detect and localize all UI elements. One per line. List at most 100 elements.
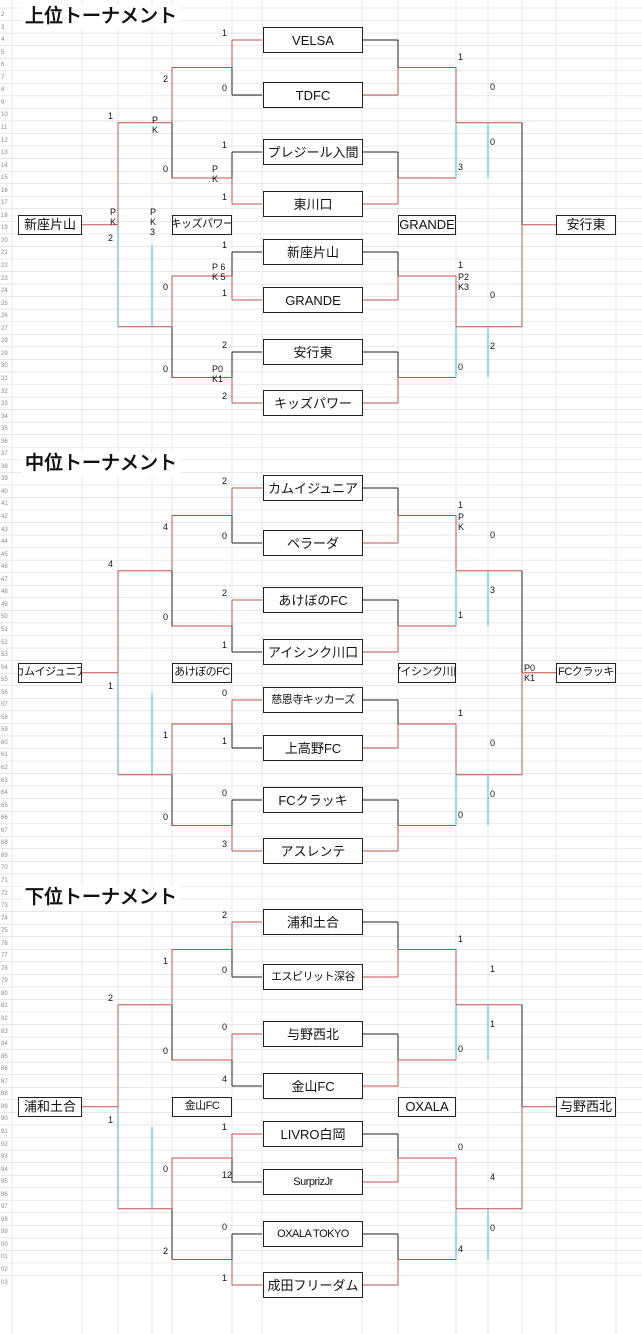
row-number: 89 — [1, 1103, 8, 1110]
row-number: 47 — [1, 576, 8, 583]
rq-score: 1 — [458, 610, 464, 620]
qf-score: 2 — [163, 73, 169, 84]
r1-score: 1 — [222, 1122, 228, 1132]
r1-score: 0 — [222, 83, 228, 93]
row-number: 66 — [1, 815, 8, 822]
row-number: 12 — [1, 137, 8, 144]
row-number: 38 — [1, 463, 8, 470]
team-box: LIVRO白岡 — [263, 1121, 363, 1147]
row-number: 96 — [1, 1191, 8, 1198]
semifinalist-right-box: OXALA — [398, 1096, 456, 1117]
row-number: 92 — [1, 1141, 8, 1148]
rq-score: 3 — [458, 162, 464, 172]
semifinalist-left-box: あけぼのFC — [172, 662, 232, 683]
row-number: 45 — [1, 551, 8, 558]
row-number: 2 — [1, 12, 5, 18]
row-number: 85 — [1, 1053, 8, 1060]
r1-score: 0 — [222, 688, 228, 698]
row-number: 48 — [1, 589, 8, 596]
row-number: 30 — [1, 363, 8, 370]
r1-score: 12 — [222, 1170, 233, 1180]
row-number: 02 — [1, 1267, 8, 1273]
r1-score: 2 — [222, 391, 228, 401]
upper-tournament-title: 上位トーナメント — [22, 5, 181, 29]
semifinalist-right-box: GRANDE — [398, 214, 456, 235]
rq-score: 0 — [458, 1142, 464, 1152]
r1-score: 4 — [222, 1074, 228, 1084]
lower-tournament-title: 下位トーナメント — [22, 886, 181, 910]
row-number: 87 — [1, 1078, 8, 1085]
row-number: 69 — [1, 852, 8, 859]
row-number: 67 — [1, 827, 8, 834]
team-box: TDFC — [263, 82, 363, 108]
row-number: 75 — [1, 928, 8, 935]
qf-score: 0 — [163, 164, 169, 174]
r1-score: 1 — [222, 640, 228, 650]
row-number: 6 — [1, 62, 5, 69]
rs-score: 0 — [490, 529, 496, 540]
row-number: 3 — [1, 24, 5, 31]
row-number: 50 — [1, 614, 8, 621]
row-number: 73 — [1, 903, 8, 910]
rs-score: 1 — [490, 1018, 496, 1029]
row-number: 88 — [1, 1091, 8, 1098]
team-box: 上高野FC — [263, 735, 363, 761]
row-number: 64 — [1, 790, 8, 797]
rq-score: 1 — [458, 933, 464, 944]
row-number: 24 — [1, 288, 8, 295]
qf-score: 0 — [163, 612, 169, 622]
row-number: 79 — [1, 978, 8, 985]
rs-score: 1 — [490, 963, 496, 974]
row-number: 61 — [1, 752, 8, 759]
row-number: 99 — [1, 1229, 8, 1236]
rq-score: 1 — [458, 260, 464, 270]
row-number: 43 — [1, 526, 8, 533]
team-box: 慈恩寺キッカーズ — [263, 687, 363, 713]
r1-score: 2 — [222, 910, 228, 920]
rs-score: 0 — [490, 788, 496, 799]
row-number: 76 — [1, 940, 8, 947]
row-number: 65 — [1, 802, 8, 809]
team-box: OXALA TOKYO — [263, 1221, 363, 1247]
rs-score: 0 — [490, 136, 496, 147]
qf-score: 0 — [163, 1164, 169, 1174]
row-number: 34 — [1, 413, 8, 420]
row-number: 44 — [1, 539, 8, 546]
row-number: 78 — [1, 965, 8, 972]
row-number: 23 — [1, 275, 8, 282]
r1-score: 1 — [222, 288, 228, 298]
row-number: 95 — [1, 1179, 8, 1186]
rs-score: 4 — [490, 1172, 496, 1182]
row-number: 62 — [1, 765, 8, 771]
row-number: 68 — [1, 840, 8, 847]
row-number: 35 — [1, 426, 8, 433]
r1-score: 1 — [222, 240, 228, 250]
sf-score: 1 — [108, 680, 114, 691]
row-number: 29 — [1, 350, 8, 357]
r1-score: 1 — [222, 192, 228, 202]
row-number: 51 — [1, 626, 8, 633]
row-number: 72 — [1, 890, 8, 897]
qf-score: 2 — [163, 1245, 169, 1256]
team-box: GRANDE — [263, 287, 363, 313]
row-number: 53 — [1, 652, 8, 659]
rq-score: 0 — [458, 361, 464, 372]
row-number: 11 — [1, 124, 8, 131]
row-number: 74 — [1, 915, 8, 922]
row-number: 32 — [1, 388, 8, 395]
row-number: 91 — [1, 1128, 8, 1135]
row-number: 94 — [1, 1166, 8, 1173]
rq-score: 1 — [458, 708, 464, 718]
semifinalist-left-box: 新座片山 — [18, 214, 82, 235]
row-number: 70 — [1, 865, 8, 872]
r1-score: 1 — [222, 736, 228, 746]
rq-score: 0 — [458, 809, 464, 820]
qf-score: 0 — [163, 282, 169, 292]
team-box: 新座片山 — [263, 239, 363, 265]
row-number: 90 — [1, 1116, 8, 1123]
row-number: 57 — [1, 702, 8, 709]
team-box: ペラーダ — [263, 530, 363, 556]
semifinalist-left-box: キッズパワー — [172, 214, 232, 235]
